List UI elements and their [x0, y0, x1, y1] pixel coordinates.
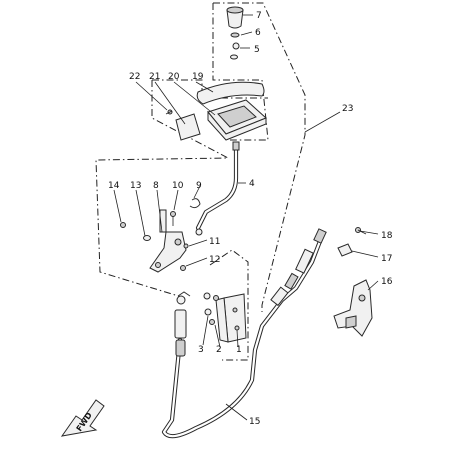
- group-outline-console: [152, 79, 268, 99]
- callout-16: 16: [381, 277, 393, 287]
- pin-11: [183, 243, 189, 249]
- nut-12: [180, 265, 186, 271]
- callout-20: 20: [168, 72, 180, 82]
- callout-8: 8: [153, 181, 159, 191]
- callout-6: 6: [255, 28, 261, 38]
- group-outline-23: [213, 2, 306, 312]
- shift-knob-7: [226, 6, 244, 29]
- shift-boot-19: [196, 81, 265, 105]
- callout-23: 23: [342, 104, 353, 114]
- console-plate-20: [207, 99, 267, 141]
- nut-5-upper: [232, 42, 240, 50]
- spring-washer-6: [230, 32, 240, 38]
- callout-2: 2: [216, 345, 222, 355]
- pedal-16: [333, 279, 373, 337]
- washer-13: [143, 235, 151, 241]
- callout-13: 13: [130, 181, 141, 191]
- callout-21: 21: [149, 72, 160, 82]
- callout-12: 12: [209, 255, 220, 265]
- callout-7: 7: [256, 11, 262, 21]
- clip-17: [337, 243, 353, 257]
- callout-22: 22: [129, 72, 140, 82]
- screw-22: [165, 109, 173, 115]
- group-outline-left: [95, 80, 229, 299]
- decal-21: [175, 113, 201, 141]
- clip-9: [189, 198, 201, 209]
- bracket-1: [215, 293, 247, 343]
- shift-cable-15: [161, 228, 327, 439]
- callout-3: 3: [198, 345, 204, 355]
- callout-15: 15: [249, 417, 260, 427]
- callout-19: 19: [192, 72, 204, 82]
- callout-14: 14: [108, 181, 120, 191]
- callout-10: 10: [172, 181, 184, 191]
- group-outline-lever-top: [212, 3, 269, 141]
- bolt-2: [203, 292, 219, 301]
- bolt-3: [204, 308, 215, 325]
- callout-5: 5: [254, 45, 260, 55]
- callout-18: 18: [381, 231, 393, 241]
- nut-14: [120, 222, 126, 228]
- bolt-18: [355, 227, 367, 235]
- callout-11: 11: [209, 237, 220, 247]
- bolt-10: [170, 211, 176, 226]
- callout-17: 17: [381, 254, 392, 264]
- nut-5: [230, 54, 238, 60]
- callout-4: 4: [249, 179, 255, 189]
- group-outline-right: [209, 249, 249, 361]
- fwd-arrow: FWD: [60, 399, 105, 437]
- callout-1: 1: [236, 345, 242, 355]
- callout-9: 9: [196, 181, 202, 191]
- callout-numbers: 7 6 5 19 20 21 22 23 4 9 10 8 13 14 11 1…: [108, 11, 393, 427]
- shift-arm-8: [149, 209, 187, 273]
- leader-lines: [113, 14, 379, 421]
- shift-lever-4: [195, 141, 240, 236]
